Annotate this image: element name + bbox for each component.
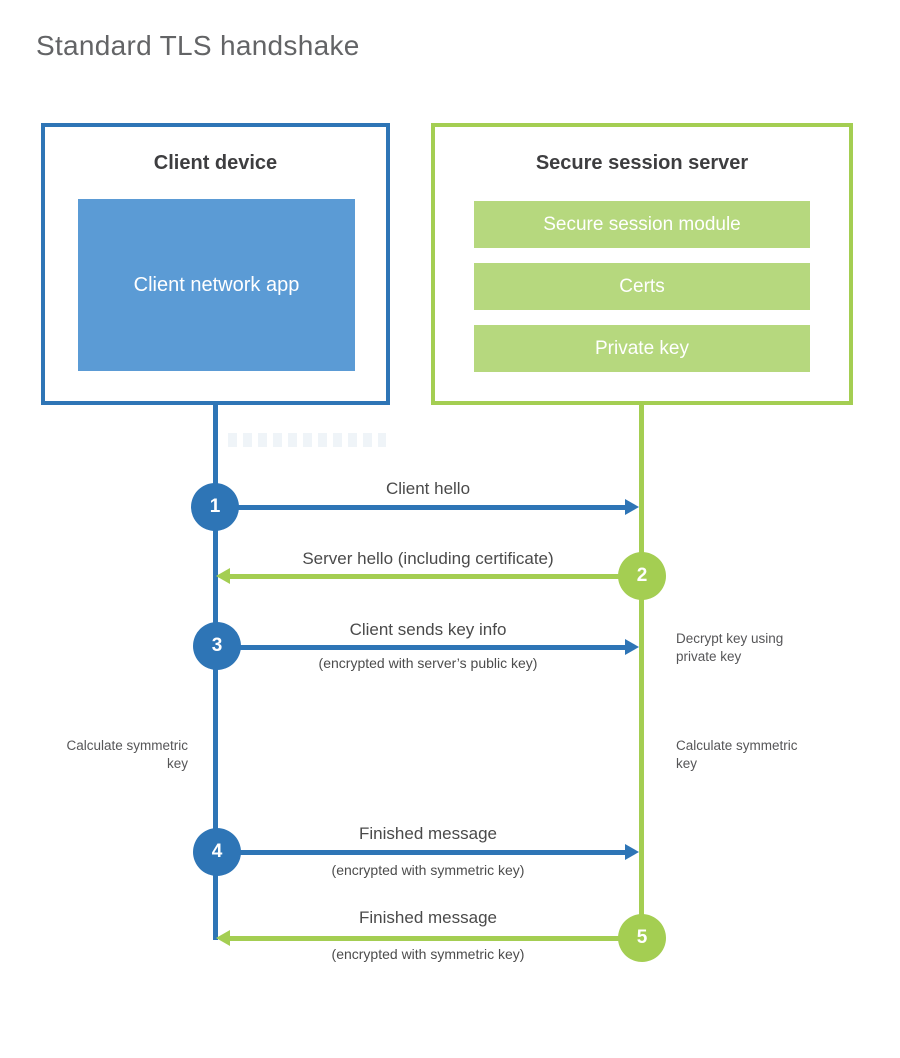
server-module-private-key: Private key	[474, 325, 810, 372]
arrow-finished-client	[215, 850, 626, 855]
server-lifeline	[639, 405, 644, 940]
client-network-app-box: Client network app	[78, 199, 355, 371]
arrowhead-left-icon	[216, 930, 230, 946]
faint-dashed-line	[228, 433, 386, 447]
note-calculate-symmetric-key-server: Calculate symmetric key	[676, 738, 798, 772]
message-label-client-hello: Client hello	[385, 479, 471, 498]
message-label-finished-server: Finished message	[359, 908, 497, 927]
arrow-client-key-info	[215, 645, 626, 650]
step-circle-3: 3	[193, 622, 241, 670]
client-lifeline	[213, 405, 218, 940]
step-circle-5: 5	[618, 914, 666, 962]
arrowhead-right-icon	[625, 844, 639, 860]
client-device-box: Client device Client network app	[41, 123, 390, 405]
arrow-finished-server	[230, 936, 640, 941]
client-network-app-label: Client network app	[133, 274, 300, 296]
message-sublabel-finished-server: (encrypted with symmetric key)	[331, 946, 525, 962]
arrowhead-left-icon	[216, 568, 230, 584]
server-module-secure-session: Secure session module	[474, 201, 810, 248]
step-circle-2: 2	[618, 552, 666, 600]
arrowhead-right-icon	[625, 499, 639, 515]
message-label-key-info: Client sends key info	[349, 620, 507, 639]
message-sublabel-finished-client: (encrypted with symmetric key)	[331, 862, 525, 878]
note-decrypt-key: Decrypt key using private key	[676, 631, 784, 665]
client-device-title: Client device	[153, 152, 278, 174]
arrow-server-hello	[230, 574, 640, 579]
arrowhead-right-icon	[625, 639, 639, 655]
note-calculate-symmetric-key-client: Calculate symmetric key	[66, 738, 188, 772]
arrow-client-hello	[215, 505, 626, 510]
step-circle-4: 4	[193, 828, 241, 876]
message-label-finished-client: Finished message	[359, 824, 497, 843]
page-title: Standard TLS handshake	[36, 30, 360, 61]
server-module-certs: Certs	[474, 263, 810, 310]
message-label-server-hello: Server hello (including certificate)	[302, 549, 554, 568]
message-sublabel-key-info: (encrypted with server’s public key)	[318, 655, 538, 671]
server-title: Secure session server	[535, 152, 749, 174]
secure-session-server-box: Secure session server Secure session mod…	[431, 123, 853, 405]
step-circle-1: 1	[191, 483, 239, 531]
